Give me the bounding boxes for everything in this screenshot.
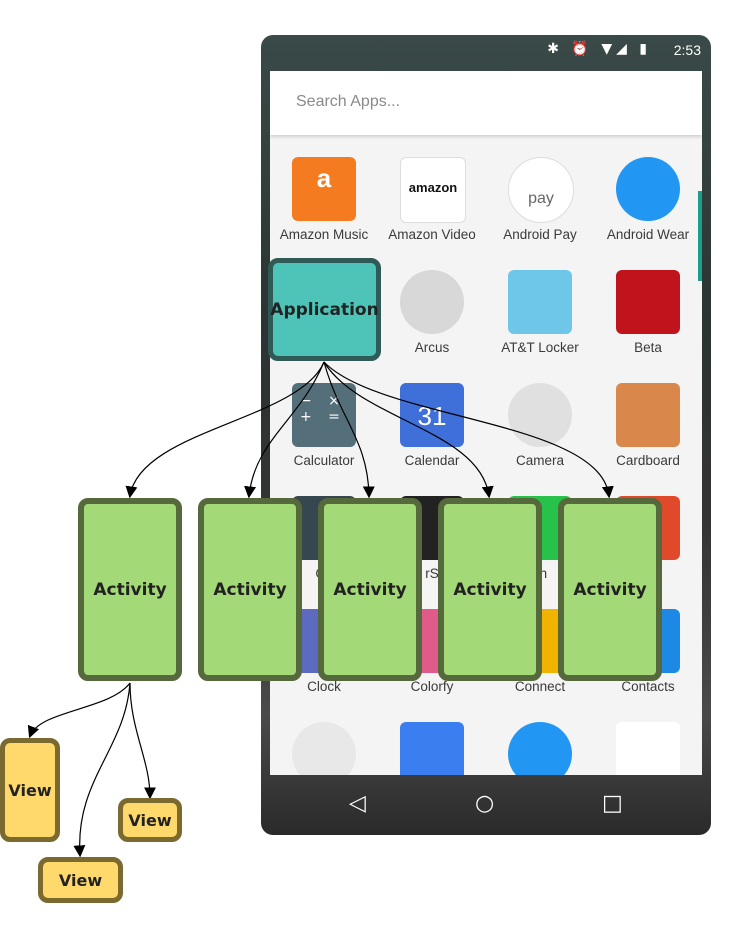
app-tile[interactable] xyxy=(486,714,594,775)
docs-icon xyxy=(400,722,464,775)
locator-icon xyxy=(292,722,356,775)
app-label: Colorfy xyxy=(410,679,454,694)
app-tile[interactable]: Camera xyxy=(486,375,594,488)
app-tile[interactable] xyxy=(594,714,702,775)
link-activity-view-3 xyxy=(129,682,156,800)
app-tile[interactable] xyxy=(270,714,378,775)
app-label: Calculator xyxy=(293,453,355,468)
link-app-activity-5 xyxy=(323,361,614,499)
view-node: View xyxy=(38,857,123,903)
calendar-icon: 31 xyxy=(400,383,464,447)
app-label: Android Pay xyxy=(503,227,577,242)
app-label: Contacts xyxy=(621,679,675,694)
app-label: Beta xyxy=(634,340,662,355)
search-placeholder: Search Apps... xyxy=(296,93,401,110)
app-tile[interactable]: Beta xyxy=(594,262,702,375)
back-button[interactable]: ◁ xyxy=(349,791,366,816)
app-label: Connect xyxy=(514,679,566,694)
view-node: View xyxy=(118,798,182,842)
app-label: Arcus xyxy=(414,340,450,355)
app-tile[interactable]: Arcus xyxy=(378,262,486,375)
activity-node: Activity xyxy=(78,498,182,681)
app-tile[interactable]: Android Wear xyxy=(594,149,702,262)
app-label: Camera xyxy=(515,453,564,468)
app-label: Calendar xyxy=(404,453,460,468)
android-pay-icon: pay xyxy=(508,157,574,223)
link-app-activity-1 xyxy=(125,361,325,499)
android-wear-icon xyxy=(616,157,680,221)
status-time: 2:53 xyxy=(673,42,701,58)
view-node: View xyxy=(0,738,60,842)
amazon-music-icon: a xyxy=(292,157,356,221)
link-app-activity-2 xyxy=(244,361,325,499)
activity-node: Activity xyxy=(438,498,542,681)
app-tile[interactable]: Cardboard xyxy=(594,375,702,488)
link-app-activity-3 xyxy=(323,361,375,499)
link-app-activity-4 xyxy=(323,361,494,499)
search-bar[interactable]: Search Apps... xyxy=(270,71,702,135)
activity-node: Activity xyxy=(318,498,422,681)
camera-icon xyxy=(508,383,572,447)
scrollbar-thumb[interactable] xyxy=(698,191,702,281)
amazon-video-icon: amazon xyxy=(400,157,466,223)
link-activity-view-2 xyxy=(73,682,131,858)
activity-node: Activity xyxy=(558,498,662,681)
application-node: Application xyxy=(268,258,381,361)
home-button[interactable]: ○ xyxy=(475,791,495,816)
app-label: Android Wear xyxy=(606,227,690,242)
arcus-icon xyxy=(400,270,464,334)
link-activity-view-1 xyxy=(27,682,131,739)
app-label: Amazon Music xyxy=(279,227,369,242)
status-icons: ✱ ⏰ ▼◢ ▮ xyxy=(547,41,651,57)
app-label: Cardboard xyxy=(616,453,680,468)
download-icon xyxy=(508,722,572,775)
app-tile[interactable] xyxy=(378,714,486,775)
app-label: AT&T Locker xyxy=(501,340,579,355)
activity-node: Activity xyxy=(198,498,302,681)
app-tile[interactable]: AT&T Locker xyxy=(486,262,594,375)
drive-icon xyxy=(616,722,680,775)
recents-button[interactable]: □ xyxy=(602,791,623,816)
app-label: Clock xyxy=(307,679,341,694)
app-label: rS xyxy=(425,566,439,581)
beta-icon xyxy=(616,270,680,334)
att-locker-icon xyxy=(508,270,572,334)
app-label: Amazon Video xyxy=(388,227,476,242)
navigation-bar: ◁ ○ □ xyxy=(261,775,711,835)
status-bar: ✱ ⏰ ▼◢ ▮ 2:53 xyxy=(261,35,711,67)
cardboard-icon xyxy=(616,383,680,447)
